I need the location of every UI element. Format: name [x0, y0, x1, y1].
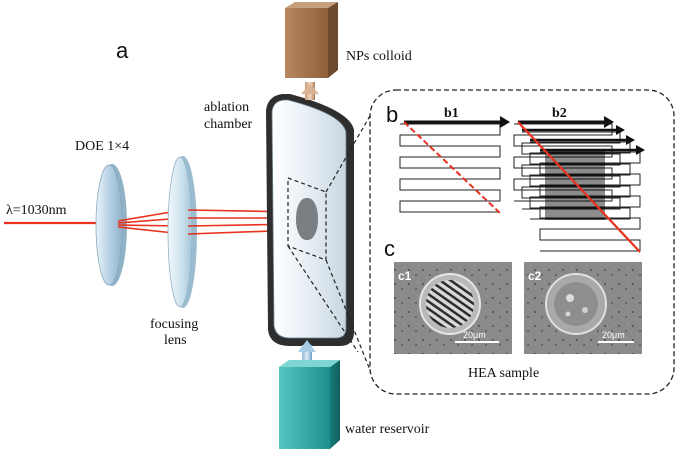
focusing-lens — [167, 156, 197, 308]
panel-b-label: b — [386, 102, 398, 127]
ablation-label-2: chamber — [204, 117, 253, 132]
b1-diagonal — [403, 121, 501, 214]
zoom-connector-top — [325, 101, 379, 193]
c1-label: c1 — [398, 269, 412, 283]
c2-label: c2 — [528, 269, 542, 283]
doe-label: DOE 1×4 — [75, 139, 129, 154]
zoom-connector-side — [287, 245, 359, 353]
b2-arrowhead-1-icon — [604, 116, 614, 128]
sem-image-c2: c2 20μm — [524, 262, 642, 354]
water-pipe — [302, 345, 312, 367]
scale-bar-c2 — [598, 341, 634, 343]
hea-sample-label: HEA sample — [468, 366, 539, 381]
b1-label: b1 — [444, 106, 459, 121]
nps-colloid-box — [285, 2, 338, 78]
b2-arrowhead-4-icon — [636, 145, 645, 155]
nps-colloid-label: NPs colloid — [346, 49, 412, 64]
water-reservoir-label: water reservoir — [345, 422, 430, 437]
scale-bar-c1 — [455, 341, 499, 343]
b2-arrowhead-2-icon — [616, 125, 625, 135]
focusing-lens-label-1: focusing — [150, 317, 198, 332]
b2-label: b2 — [552, 106, 567, 121]
b2-diagonal — [517, 121, 641, 253]
water-arrow-icon — [298, 340, 316, 352]
doe-element — [95, 164, 127, 286]
wavelength-label: λ=1030nm — [6, 203, 67, 218]
panel-c-label: c — [384, 236, 395, 261]
water-reservoir-box — [279, 360, 340, 449]
b1-arrowhead-icon — [500, 116, 510, 128]
b2-arrowhead-3-icon — [626, 135, 635, 145]
hea-target — [296, 198, 318, 240]
sem-image-c1: c1 20μm — [394, 262, 512, 354]
panel-a-label: a — [116, 38, 129, 63]
ablation-label-1: ablation — [204, 100, 249, 115]
colloid-arrow-icon — [301, 84, 319, 94]
scale-label-c1: 20μm — [463, 330, 486, 340]
scale-label-c2: 20μm — [602, 330, 625, 340]
ablation-chamber — [266, 94, 354, 346]
focusing-lens-label-2: lens — [164, 333, 187, 348]
b2-scan-pattern — [513, 123, 641, 252]
